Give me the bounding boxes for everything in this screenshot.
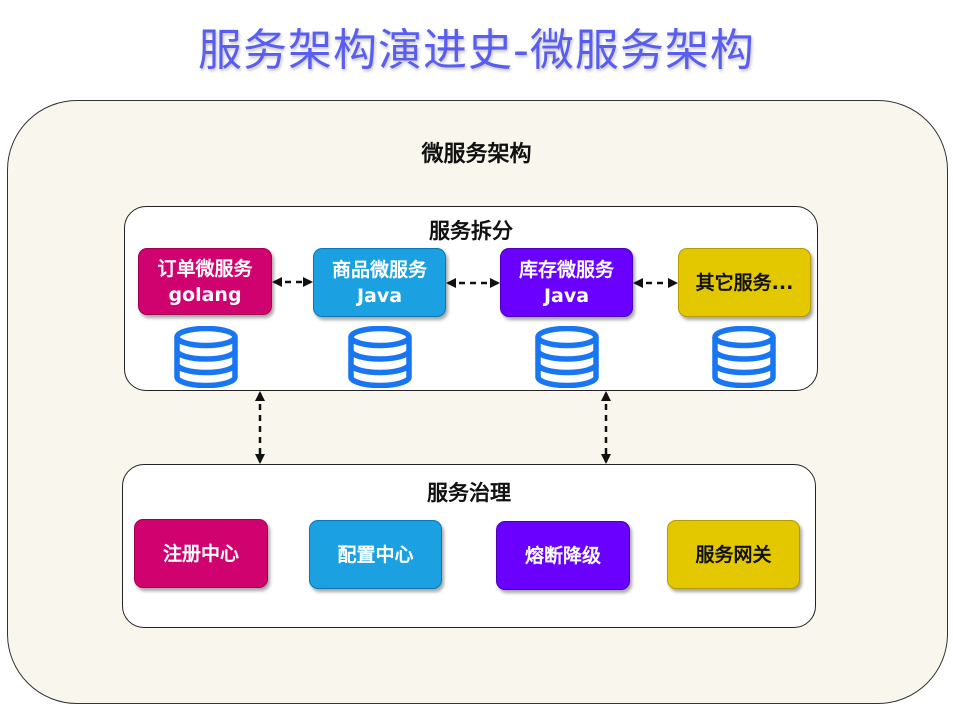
other-services-box: 其它服务... bbox=[678, 248, 811, 317]
page-title: 服务架构演进史-微服务架构 bbox=[198, 25, 755, 76]
inventory-service-lang: Java bbox=[543, 284, 590, 307]
registry-center-label: 注册中心 bbox=[162, 542, 239, 565]
product-service-name: 商品微服务 bbox=[331, 258, 427, 281]
other-services-name: 其它服务... bbox=[695, 271, 794, 294]
api-gateway-label: 服务网关 bbox=[695, 543, 772, 566]
circuit-breaker-label: 熔断降级 bbox=[524, 544, 601, 567]
config-center-label: 配置中心 bbox=[337, 543, 414, 566]
order-service-name: 订单微服务 bbox=[157, 257, 253, 280]
config-center-box: 配置中心 bbox=[309, 520, 442, 589]
microservice-architecture-label: 微服务架构 bbox=[421, 142, 532, 167]
service-split-label: 服务拆分 bbox=[429, 219, 513, 243]
order-service-lang: golang bbox=[168, 283, 242, 306]
database-icon bbox=[174, 326, 238, 388]
api-gateway-box: 服务网关 bbox=[667, 520, 800, 589]
database-icon bbox=[535, 326, 599, 388]
product-service-box: 商品微服务 Java bbox=[313, 248, 446, 317]
product-service-lang: Java bbox=[356, 284, 403, 307]
order-service-box: 订单微服务 golang bbox=[138, 248, 272, 315]
inventory-service-name: 库存微服务 bbox=[518, 258, 614, 281]
service-governance-label: 服务治理 bbox=[427, 481, 511, 505]
database-icon bbox=[348, 326, 412, 388]
inventory-service-box: 库存微服务 Java bbox=[500, 248, 633, 317]
registry-center-box: 注册中心 bbox=[134, 519, 268, 588]
circuit-breaker-box: 熔断降级 bbox=[496, 521, 630, 590]
database-icon bbox=[712, 326, 776, 388]
